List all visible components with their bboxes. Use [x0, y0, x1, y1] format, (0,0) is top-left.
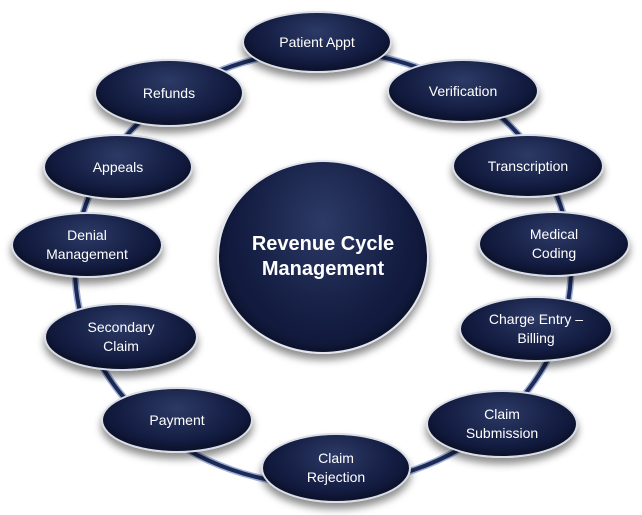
center-node-revenue-cycle: Revenue Cycle Management — [217, 160, 429, 354]
step-secondary-claim: Secondary Claim — [44, 303, 198, 371]
step-claim-submission: Claim Submission — [426, 390, 578, 458]
step-payment: Payment — [101, 387, 253, 453]
step-charge-entry-billing: Charge Entry – Billing — [459, 296, 613, 362]
step-medical-coding: Medical Coding — [478, 211, 630, 277]
step-refunds: Refunds — [94, 59, 244, 127]
step-verification: Verification — [387, 59, 539, 123]
step-claim-rejection: Claim Rejection — [261, 433, 411, 503]
step-denial-management: Denial Management — [11, 212, 163, 278]
step-patient-appt: Patient Appt — [242, 11, 392, 73]
step-transcription: Transcription — [452, 134, 604, 198]
step-appeals: Appeals — [43, 134, 193, 200]
